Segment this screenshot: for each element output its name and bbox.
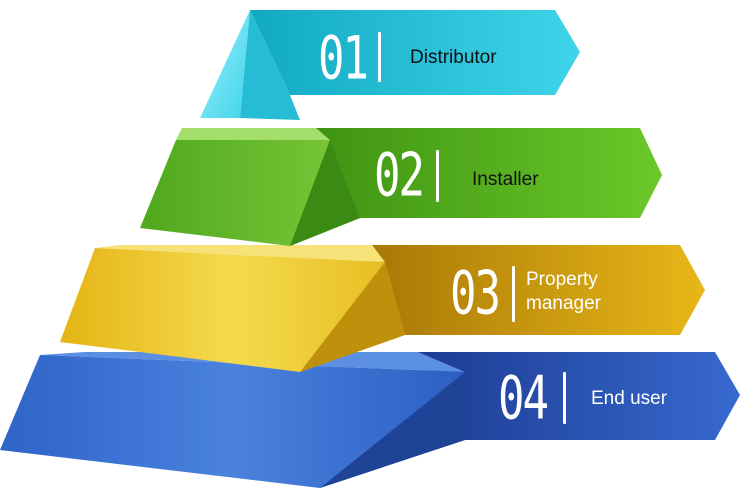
level-3-divider	[512, 266, 515, 322]
level-4-side-face	[320, 372, 465, 488]
level-1-side-face	[240, 10, 300, 120]
level-1-block	[200, 10, 580, 120]
level-2-block	[140, 128, 662, 246]
level-1-number: 01	[318, 24, 369, 94]
level-3-block	[60, 245, 705, 372]
level-2-top-face	[176, 128, 330, 140]
level-2-number: 02	[374, 141, 425, 211]
level-2-divider	[436, 150, 439, 202]
level-4-label: End user	[591, 388, 668, 409]
level-4-front-face	[0, 355, 465, 488]
level-4-arrow	[418, 352, 740, 440]
level-3-front-face	[60, 248, 405, 372]
level-1-front-face	[200, 10, 250, 118]
level-3-side-face	[300, 262, 405, 372]
level-2-label: Installer	[472, 169, 539, 190]
level-3-number: 03	[450, 259, 501, 329]
level-2-arrow	[316, 128, 662, 218]
level-1-arrow	[250, 10, 580, 95]
level-3-arrow	[372, 245, 705, 335]
level-1-divider	[378, 32, 381, 82]
level-4-block	[0, 352, 740, 488]
level-3-label: Property manager	[526, 268, 601, 316]
level-3-label-line-1: Property	[526, 269, 598, 290]
level-3-top-face	[95, 245, 385, 262]
level-1-label: Distributor	[410, 47, 497, 68]
level-4-number: 04	[498, 364, 549, 434]
level-3-label-line-2: manager	[526, 292, 601, 314]
level-4-divider	[563, 372, 566, 424]
level-2-side-face	[290, 140, 360, 246]
